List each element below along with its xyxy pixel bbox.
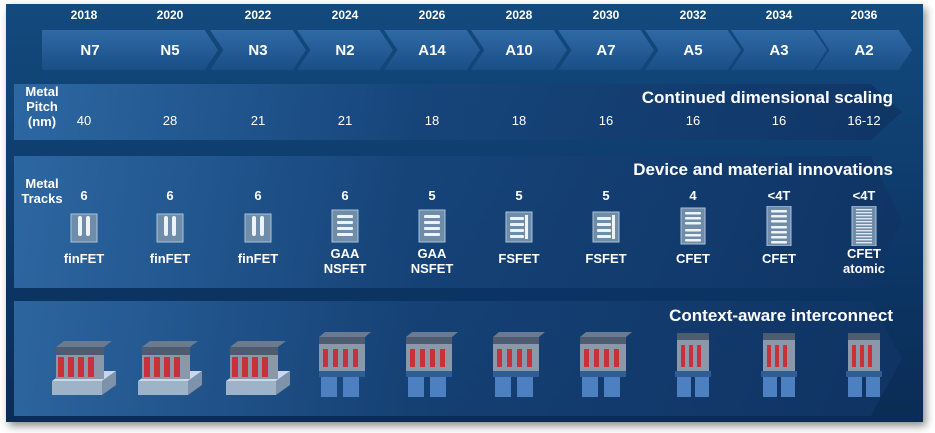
metal-pitch-value: 16 (598, 113, 614, 128)
year-label: 2018 (70, 8, 98, 22)
year-label: 2020 (156, 8, 184, 22)
metal-tracks-value: 4 (689, 188, 697, 203)
transistor-icon (484, 206, 554, 246)
interconnect-chip-illustration (566, 329, 646, 401)
node-chevron: N7 (42, 30, 138, 70)
metal-pitch-value: 40 (76, 113, 92, 128)
transistor-icon (744, 206, 814, 246)
year-label: 2030 (592, 8, 620, 22)
device-type-label-line: FSFET (498, 251, 540, 266)
device-type-label-line: NSFET (410, 261, 454, 276)
metal-tracks-value: 5 (602, 188, 610, 203)
interconnect-chip-illustration (392, 329, 472, 401)
interconnect-chip-illustration (130, 329, 210, 401)
device-type-label-line: NSFET (323, 261, 367, 276)
scaling-band (14, 84, 902, 140)
metal-pitch-value: 16 (685, 113, 701, 128)
device-type-label: finFET (218, 251, 298, 266)
metal-pitch-value: 18 (511, 113, 527, 128)
metal-tracks-value: 6 (341, 188, 349, 203)
node-chevron: N2 (297, 30, 393, 70)
metal-tracks-value: <4T (767, 188, 791, 203)
node-chevron: N3 (210, 30, 306, 70)
year-label: 2036 (850, 8, 878, 22)
transistor-icon (829, 206, 899, 246)
device-type-label-line: CFET (847, 246, 881, 261)
interconnect-chip-illustration (44, 329, 124, 401)
transistor-icon (658, 206, 728, 246)
node-chevron: A3 (731, 30, 827, 70)
device-type-label-line: finFET (149, 251, 191, 266)
device-type-label-line: FSFET (585, 251, 627, 266)
year-label: 2028 (505, 8, 533, 22)
interconnect-chip-illustration (739, 329, 819, 401)
metal-pitch-label-line3: (nm) (27, 114, 57, 129)
metal-pitch-label-line2: Pitch (26, 99, 58, 114)
metal-pitch-value: 18 (424, 113, 440, 128)
metal-pitch-value: 21 (337, 113, 353, 128)
device-type-label: finFET (130, 251, 210, 266)
metal-tracks-label-line1: Metal (25, 176, 59, 191)
metal-tracks-value: 6 (80, 188, 88, 203)
device-type-label: FSFET (566, 251, 646, 266)
device-type-label: finFET (44, 251, 124, 266)
interconnect-title: Context-aware interconnect (669, 306, 893, 325)
interconnect-chip-illustration (653, 329, 733, 401)
metal-tracks-value: <4T (852, 188, 876, 203)
year-row: 2018 2020 2022 2024 2026 2028 2030 2032 2034 2036 (6, 8, 923, 26)
device-type-label-line: GAA (330, 246, 360, 261)
device-type-label: CFET (739, 251, 819, 266)
metal-tracks-value: 5 (515, 188, 523, 203)
scaling-title: Continued dimensional scaling (641, 88, 893, 107)
year-label: 2034 (765, 8, 793, 22)
year-label: 2026 (418, 8, 446, 22)
device-type-label-line: finFET (237, 251, 279, 266)
device-type-label: FSFET (479, 251, 559, 266)
device-type-label-line: CFET (676, 251, 710, 266)
metal-pitch-label-line1: Metal (25, 84, 59, 99)
year-label: 2032 (679, 8, 707, 22)
node-chevron: A5 (645, 30, 741, 70)
roadmap-slide: 2018 2020 2022 2024 2026 2028 2030 2032 2034 2036… (6, 4, 923, 422)
transistor-icon (571, 206, 641, 246)
year-label: 2024 (331, 8, 359, 22)
transistor-icon (135, 206, 205, 246)
interconnect-chip-illustration (305, 329, 385, 401)
interconnect-chip-illustration (824, 329, 904, 401)
metal-tracks-value: 6 (166, 188, 174, 203)
node-chevron: A2 (816, 30, 912, 70)
interconnect-chip-illustration (218, 329, 298, 401)
metal-pitch-value: 16 (771, 113, 787, 128)
node-chevron: N5 (122, 30, 218, 70)
transistor-icon (397, 206, 467, 246)
metal-pitch-value: 16-12 (847, 113, 881, 128)
node-chevron: A7 (558, 30, 654, 70)
metal-tracks-value: 5 (428, 188, 436, 203)
device-type-label-line: CFET (762, 251, 796, 266)
year-label: 2022 (244, 8, 272, 22)
transistor-icon (49, 206, 119, 246)
device-type-label-line: GAA (417, 246, 447, 261)
metal-pitch-value: 21 (250, 113, 266, 128)
interconnect-chip-illustration (479, 329, 559, 401)
metal-tracks-label-line2: Tracks (21, 191, 63, 206)
node-chevron: A14 (384, 30, 480, 70)
metal-pitch-value: 28 (162, 113, 178, 128)
metal-tracks-label: Metal Tracks (18, 176, 66, 206)
device-type-label-line: atomic (843, 261, 885, 276)
device-type-label-line: finFET (63, 251, 105, 266)
transistor-icon (310, 206, 380, 246)
metal-tracks-value: 6 (254, 188, 262, 203)
metal-pitch-label: Metal Pitch (nm) (14, 84, 70, 129)
device-title: Device and material innovations (633, 160, 893, 179)
transistor-icon (223, 206, 293, 246)
node-chevron: A10 (471, 30, 567, 70)
device-type-label: CFET (653, 251, 733, 266)
